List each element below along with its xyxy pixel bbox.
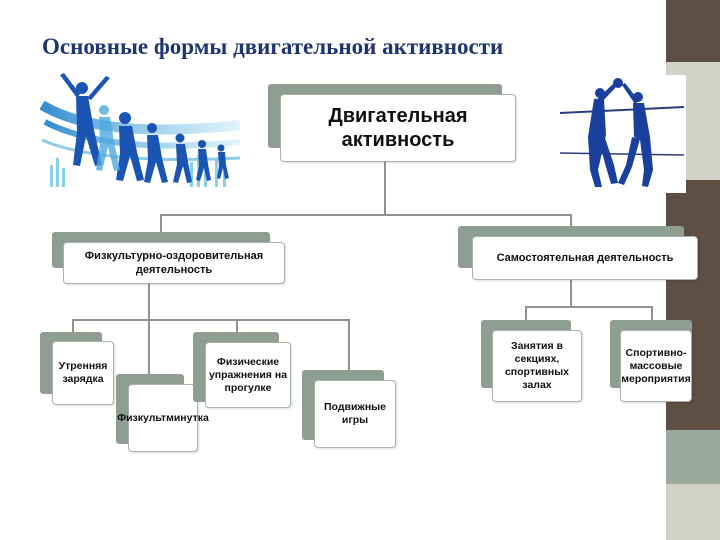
child-node-morning-exercise: Утренняя зарядка (52, 341, 114, 405)
connector-left-horizontal (72, 319, 350, 321)
connector-root (384, 162, 386, 216)
level1-node-independent: Самостоятельная деятельность (472, 236, 698, 280)
level1-right-label: Самостоятельная деятельность (496, 252, 674, 264)
connector-level1-horizontal (160, 214, 572, 216)
connector-left-branch (160, 214, 162, 234)
connector-right-down (570, 280, 572, 308)
connector-right-child-2 (651, 306, 653, 322)
level1-left-label: Физкультурно-оздоровительная деятельност… (84, 250, 264, 276)
child-4-label: Подвижные игры (324, 401, 386, 426)
root-node: Двигательная активность (280, 94, 516, 162)
child-node-outdoor-games: Подвижные игры (314, 380, 396, 448)
child-node-physical-minute: Физкультминутка (117, 384, 209, 452)
stripe-light-2 (666, 484, 720, 540)
connector-right-child-1 (525, 306, 527, 322)
slide-title: Основные формы двигательной активности (42, 34, 504, 59)
volleyball-players-illustration (558, 75, 686, 193)
connector-child-4 (348, 319, 350, 371)
right-child-node-sport-events: Спортивно-массовые мероприятия (620, 330, 692, 402)
connector-child-1 (72, 319, 74, 333)
stripe-green (666, 430, 720, 484)
connector-right-branch (570, 214, 572, 228)
right-child-node-sections: Занятия в секциях, спортивных залах (492, 330, 582, 402)
right-child-2-label: Спортивно-массовые мероприятия (621, 346, 691, 385)
child-3-label: Физические упражнения на прогулке (208, 355, 288, 394)
connector-child-3 (236, 319, 238, 333)
child-2-label: Физкультминутка (117, 412, 209, 424)
running-people-illustration (40, 73, 241, 187)
level1-node-physical-health: Физкультурно-оздоровительная деятельност… (63, 242, 285, 284)
child-node-walk-exercises: Физические упражнения на прогулке (205, 342, 291, 408)
connector-left-down (148, 283, 150, 321)
root-label: Двигательная активность (328, 105, 468, 151)
connector-child-2 (148, 319, 150, 375)
connector-right-horizontal (525, 306, 653, 308)
child-1-label: Утренняя зарядка (58, 360, 108, 385)
stripe-top (666, 0, 720, 62)
right-child-1-label: Занятия в секциях, спортивных залах (504, 340, 570, 391)
